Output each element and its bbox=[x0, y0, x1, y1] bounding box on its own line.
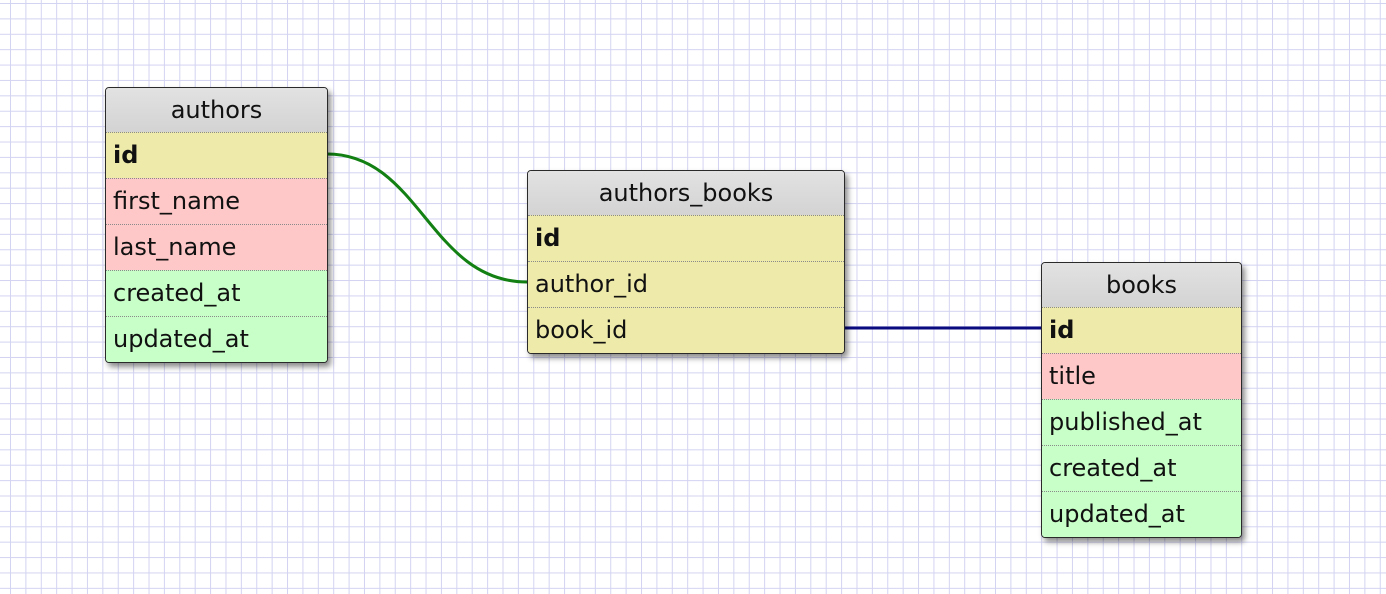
relation-authors-id-to-author-id bbox=[326, 152, 528, 284]
field-last-name[interactable]: last_name bbox=[106, 224, 327, 270]
field-id[interactable]: id bbox=[528, 215, 844, 261]
field-id[interactable]: id bbox=[1042, 307, 1241, 353]
field-title[interactable]: title bbox=[1042, 353, 1241, 399]
field-published-at[interactable]: published_at bbox=[1042, 399, 1241, 445]
table-books[interactable]: books id title published_at created_at u… bbox=[1041, 262, 1242, 538]
field-updated-at[interactable]: updated_at bbox=[1042, 491, 1241, 537]
field-id[interactable]: id bbox=[106, 132, 327, 178]
table-authors-books[interactable]: authors_books id author_id book_id bbox=[527, 170, 845, 354]
field-created-at[interactable]: created_at bbox=[1042, 445, 1241, 491]
table-title[interactable]: authors bbox=[106, 88, 327, 132]
table-title[interactable]: books bbox=[1042, 263, 1241, 307]
field-created-at[interactable]: created_at bbox=[106, 270, 327, 316]
field-first-name[interactable]: first_name bbox=[106, 178, 327, 224]
table-title[interactable]: authors_books bbox=[528, 171, 844, 215]
table-authors[interactable]: authors id first_name last_name created_… bbox=[105, 87, 328, 363]
field-updated-at[interactable]: updated_at bbox=[106, 316, 327, 362]
field-author-id[interactable]: author_id bbox=[528, 261, 844, 307]
field-book-id[interactable]: book_id bbox=[528, 307, 844, 353]
